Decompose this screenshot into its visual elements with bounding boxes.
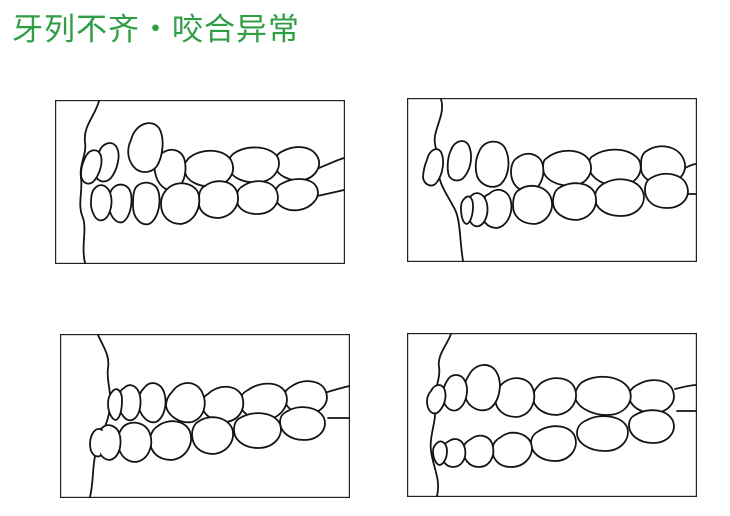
teeth-overjet-icon: [55, 100, 345, 264]
page-title: 牙列不齐・咬合异常: [12, 12, 300, 48]
teeth-overjet-illustration: [55, 100, 345, 264]
teeth-crossbite-illustration: [407, 98, 697, 262]
teeth-openbite-icon: [407, 333, 697, 497]
teeth-openbite-illustration: [407, 333, 697, 497]
teeth-crowding-icon: [60, 334, 350, 498]
teeth-crossbite-icon: [407, 98, 697, 262]
teeth-crowding-illustration: [60, 334, 350, 498]
